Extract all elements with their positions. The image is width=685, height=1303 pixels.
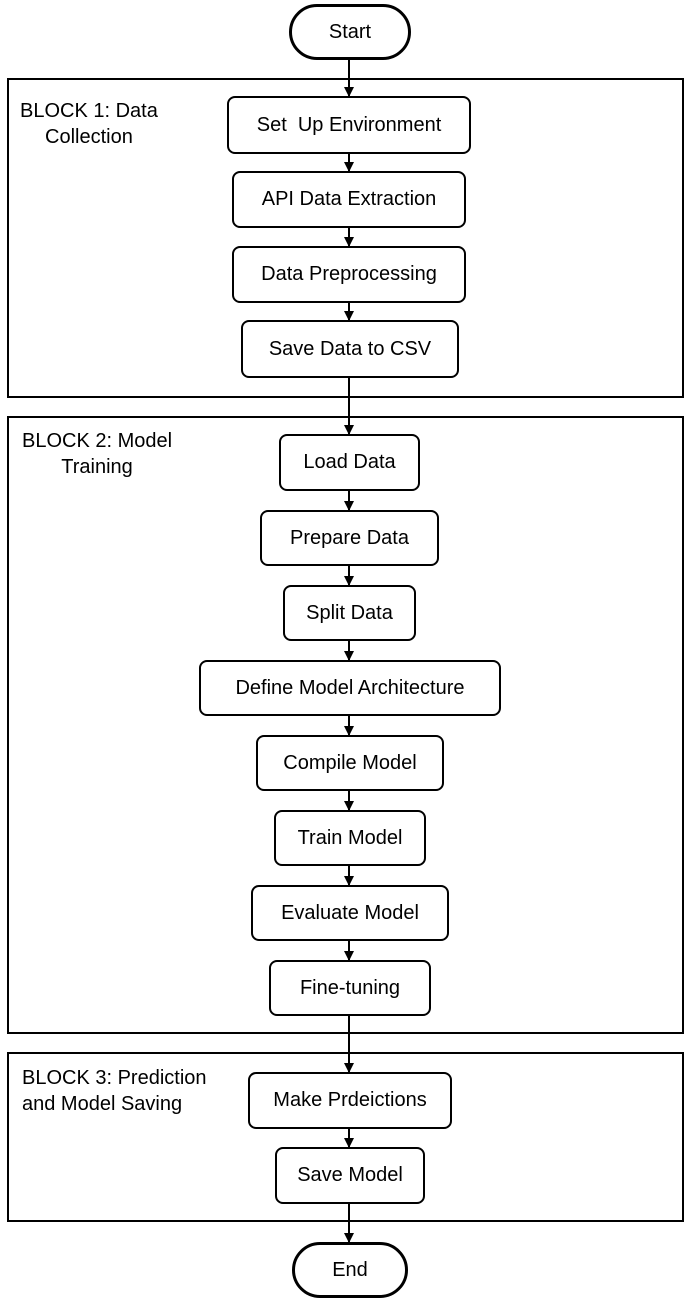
step-data-preprocessing: Data Preprocessing [232,246,466,303]
step-train-model: Train Model [274,810,426,866]
block-1-title-line1: BLOCK 1: Data [20,100,158,122]
step-label: Save Data to CSV [268,337,432,360]
step-label: Data Preprocessing [261,263,437,285]
block-3-title: BLOCK 3: Prediction and Model Saving [22,1065,207,1117]
step-label: Fine-tuning [299,976,401,999]
end-terminal: End [292,1242,408,1298]
step-label: Define Model Architecture [235,676,465,699]
start-terminal: Start [289,4,411,60]
block-3-prediction-saving [7,1052,684,1222]
step-compile-model: Compile Model [256,735,444,791]
end-label: End [332,1258,368,1281]
step-label: Split Data [306,601,393,624]
step-set-up-environment: Set Up Environment [227,96,471,154]
step-save-data-to-csv: Save Data to CSV [241,320,459,378]
block-3-title-line1: BLOCK 3: Prediction [22,1067,207,1089]
step-load-data: Load Data [279,434,420,491]
step-label: Train Model [297,826,403,849]
step-label: API Data Extraction [261,188,437,210]
step-save-model: Save Model [275,1147,425,1204]
start-label: Start [328,20,372,43]
step-prepare-data: Prepare Data [260,510,439,566]
step-define-model-architecture: Define Model Architecture [199,660,501,716]
step-evaluate-model: Evaluate Model [251,885,449,941]
step-api-data-extraction: API Data Extraction [232,171,466,228]
block-2-model-training [7,416,684,1034]
block-1-title: BLOCK 1: Data Collection [20,98,158,150]
step-label: Prepare Data [290,526,409,549]
step-label: Compile Model [283,751,417,774]
step-fine-tuning: Fine-tuning [269,960,431,1016]
step-make-predictions: Make Prdeictions [248,1072,452,1129]
step-label: Set Up Environment [256,113,442,136]
block-3-title-line2: and Model Saving [22,1093,183,1115]
block-1-data-collection [7,78,684,398]
block-2-title-line1: BLOCK 2: Model [22,430,173,452]
step-label: Make Prdeictions [273,1089,427,1111]
block-2-title: BLOCK 2: Model Training [22,428,172,480]
block-1-title-line2: Collection [45,126,133,148]
step-split-data: Split Data [283,585,416,641]
step-label: Load Data [303,451,396,473]
block-2-title-line2: Training [61,456,133,478]
step-label: Save Model [297,1164,403,1186]
step-label: Evaluate Model [281,901,419,924]
